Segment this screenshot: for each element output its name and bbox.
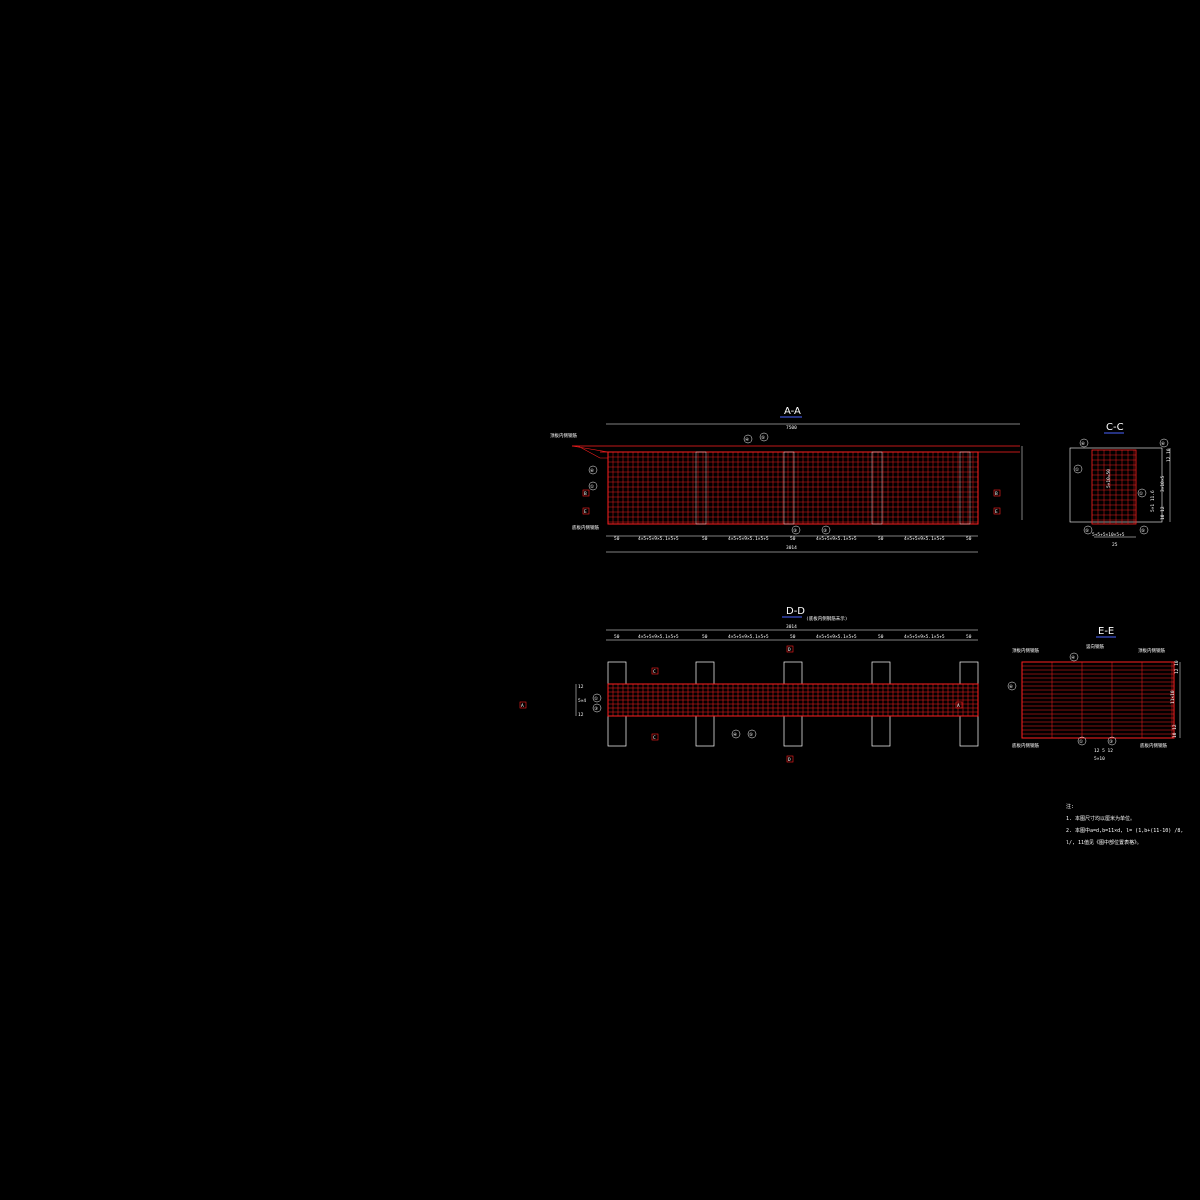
marker-b-left: B <box>584 491 587 497</box>
section-a-bubble-3: ① <box>590 484 595 490</box>
section-d-dim-0: 50 <box>614 634 620 640</box>
section-e-bubble-1: ⑥ <box>1009 684 1014 690</box>
section-c-c-title: C-C <box>1106 422 1124 433</box>
section-d-left-dim-0: 12 <box>578 684 584 690</box>
section-a-bubble-1: ⑤ <box>761 435 766 441</box>
section-e-bottom-right-label: 底板内侧钢筋 <box>1140 742 1167 749</box>
marker-e-right: E <box>995 509 998 515</box>
marker-d-top: D <box>788 647 791 653</box>
section-c-bubble-0: ⑥ <box>1081 441 1086 447</box>
section-a-dim-3: 4×5+5×9×5.1×5+5 <box>728 536 769 542</box>
section-d-d-title: D-D <box>786 606 805 617</box>
section-d-bubble-0: ① <box>594 696 599 702</box>
section-d-left-dim-1: 5×4 <box>578 698 586 704</box>
section-c-inner-label: 5×10=50 <box>1106 469 1112 488</box>
section-a-bubble-0: ④ <box>745 437 750 443</box>
section-a-top-dim: 7500 <box>786 425 797 431</box>
section-c-bubble-3: ① <box>1139 491 1144 497</box>
section-d-dim-5: 4×5+5×9×5.1×5+5 <box>816 634 857 640</box>
section-e-top-left-label: 顶板内侧钢筋 <box>1012 647 1039 654</box>
section-a-bubble-5: ③ <box>823 528 828 534</box>
section-e-bubble-0: ④ <box>1071 655 1076 661</box>
section-e-bottom-dim2: 12 5 12 <box>1094 748 1113 754</box>
section-a-a-title: A-A <box>784 406 801 417</box>
section-d-dim-3: 4×5+5×9×5.1×5+5 <box>728 634 769 640</box>
marker-e-left: E <box>584 509 587 515</box>
section-d-d: D-D (底板内侧钢筋未示) 3014 50 4×5+5×9×5.1×5+5 5… <box>519 606 979 763</box>
section-a-bubble-4: ③ <box>793 528 798 534</box>
section-e-right-dim-2: 10 12 <box>1172 724 1178 738</box>
section-c-right-dim-2: 10 12 <box>1160 506 1166 520</box>
section-a-dim-0: 50 <box>614 536 620 542</box>
notes-item-1: 1. 本图尺寸均以厘米为单位。 <box>1066 815 1135 822</box>
section-e-bottom-dim: 5×10 <box>1094 756 1105 762</box>
section-c-core <box>1091 449 1137 525</box>
section-c-right-dim-0: 12 10 <box>1166 448 1172 462</box>
section-d-overall-dim: 3014 <box>786 624 797 630</box>
section-d-bubble-1: ③ <box>594 706 599 712</box>
section-e-box <box>1021 661 1175 739</box>
section-a-left-label-bottom: 底板内侧钢筋 <box>572 524 599 531</box>
section-d-dim-2: 50 <box>702 634 708 640</box>
section-d-rebar-grid <box>608 684 978 716</box>
section-d-dim-6: 50 <box>878 634 884 640</box>
section-e-bubble-2: ① <box>1079 739 1084 745</box>
section-c-bubble-2: ① <box>1075 467 1080 473</box>
section-e-rebar-grid <box>1022 662 1174 738</box>
marker-b-right: B <box>995 491 998 497</box>
marker-d-bottom: D <box>788 757 791 763</box>
section-e-top-right-label: 顶板内侧钢筋 <box>1138 647 1165 654</box>
section-e-right-dim-0: 12 10 <box>1174 660 1180 674</box>
section-a-dim-6: 50 <box>878 536 884 542</box>
section-d-dim-8: 50 <box>966 634 972 640</box>
section-c-inner-dim: 25 <box>1112 542 1118 548</box>
section-d-dim-7: 4×5+5×9×5.1×5+5 <box>904 634 945 640</box>
section-c-rebar-grid <box>1092 450 1136 524</box>
section-c-bubble-5: ⑤ <box>1141 528 1146 534</box>
section-d-subtitle: (底板内侧钢筋未示) <box>806 615 847 622</box>
section-e-bubble-3: ③ <box>1109 739 1114 745</box>
marker-a-left: A <box>521 703 524 709</box>
section-a-rebar-grid <box>608 452 978 524</box>
notes-item-2: 2. 本图中a=d,b=11×d, l= (1,b+(11-10) /8, <box>1066 827 1183 834</box>
section-a-bubble-2: ⑥ <box>590 468 595 474</box>
section-c-c: C-C ⑥ ⑥ ① ① ⑤ ⑤ 5×10=50 5+5+5×10×5+5 25 … <box>1069 422 1172 548</box>
section-d-left-dim-2: 12 <box>578 712 584 718</box>
section-a-a: A-A 7500 顶板内侧钢筋 底板内侧钢筋 3014 50 4×5+5×9×5… <box>550 406 1023 553</box>
marker-c-top: C <box>653 669 656 675</box>
notes-item-3: l/, 11值见《图中部位置表格》。 <box>1066 839 1142 846</box>
section-d-dim-1: 4×5+5×9×5.1×5+5 <box>638 634 679 640</box>
section-c-right-dim-1: 3×10×5 <box>1160 475 1166 492</box>
section-e-e: E-E 竖向钢筋 顶板内侧钢筋 顶板内侧钢筋 底板内侧钢筋 底板内侧钢筋 5×1… <box>1007 626 1181 762</box>
section-d-bubble-3: ⑤ <box>749 732 754 738</box>
section-e-e-title: E-E <box>1098 626 1114 637</box>
section-a-overall-dim: 3014 <box>786 545 797 551</box>
marker-c-bottom: C <box>653 735 656 741</box>
section-c-bubble-1: ⑥ <box>1161 441 1166 447</box>
section-c-bottom-dim: 5+5+5×10×5+5 <box>1092 532 1125 538</box>
section-d-bubble-2: ④ <box>733 732 738 738</box>
notes-heading: 注: <box>1066 803 1074 810</box>
section-a-dim-7: 4×5+5×9×5.1×5+5 <box>904 536 945 542</box>
section-a-dim-5: 4×5+5×9×5.1×5+5 <box>816 536 857 542</box>
notes-block: 注: 1. 本图尺寸均以厘米为单位。 2. 本图中a=d,b=11×d, l= … <box>1066 803 1183 846</box>
section-a-dim-4: 50 <box>790 536 796 542</box>
section-c-bubble-4: ⑤ <box>1085 528 1090 534</box>
section-e-right-dim-1: 11×10 <box>1170 690 1176 704</box>
section-e-bottom-left-label: 底板内侧钢筋 <box>1012 742 1039 749</box>
section-d-dim-4: 50 <box>790 634 796 640</box>
section-a-left-label-top: 顶板内侧钢筋 <box>550 432 577 439</box>
section-a-dim-2: 50 <box>702 536 708 542</box>
marker-a-right: A <box>957 703 960 709</box>
section-c-right-dim-3: 5×1 11.6 <box>1150 490 1156 512</box>
section-e-top-center-label: 竖向钢筋 <box>1086 643 1104 650</box>
section-a-dim-8: 50 <box>966 536 972 542</box>
section-a-dim-1: 4×5+5×9×5.1×5+5 <box>638 536 679 542</box>
